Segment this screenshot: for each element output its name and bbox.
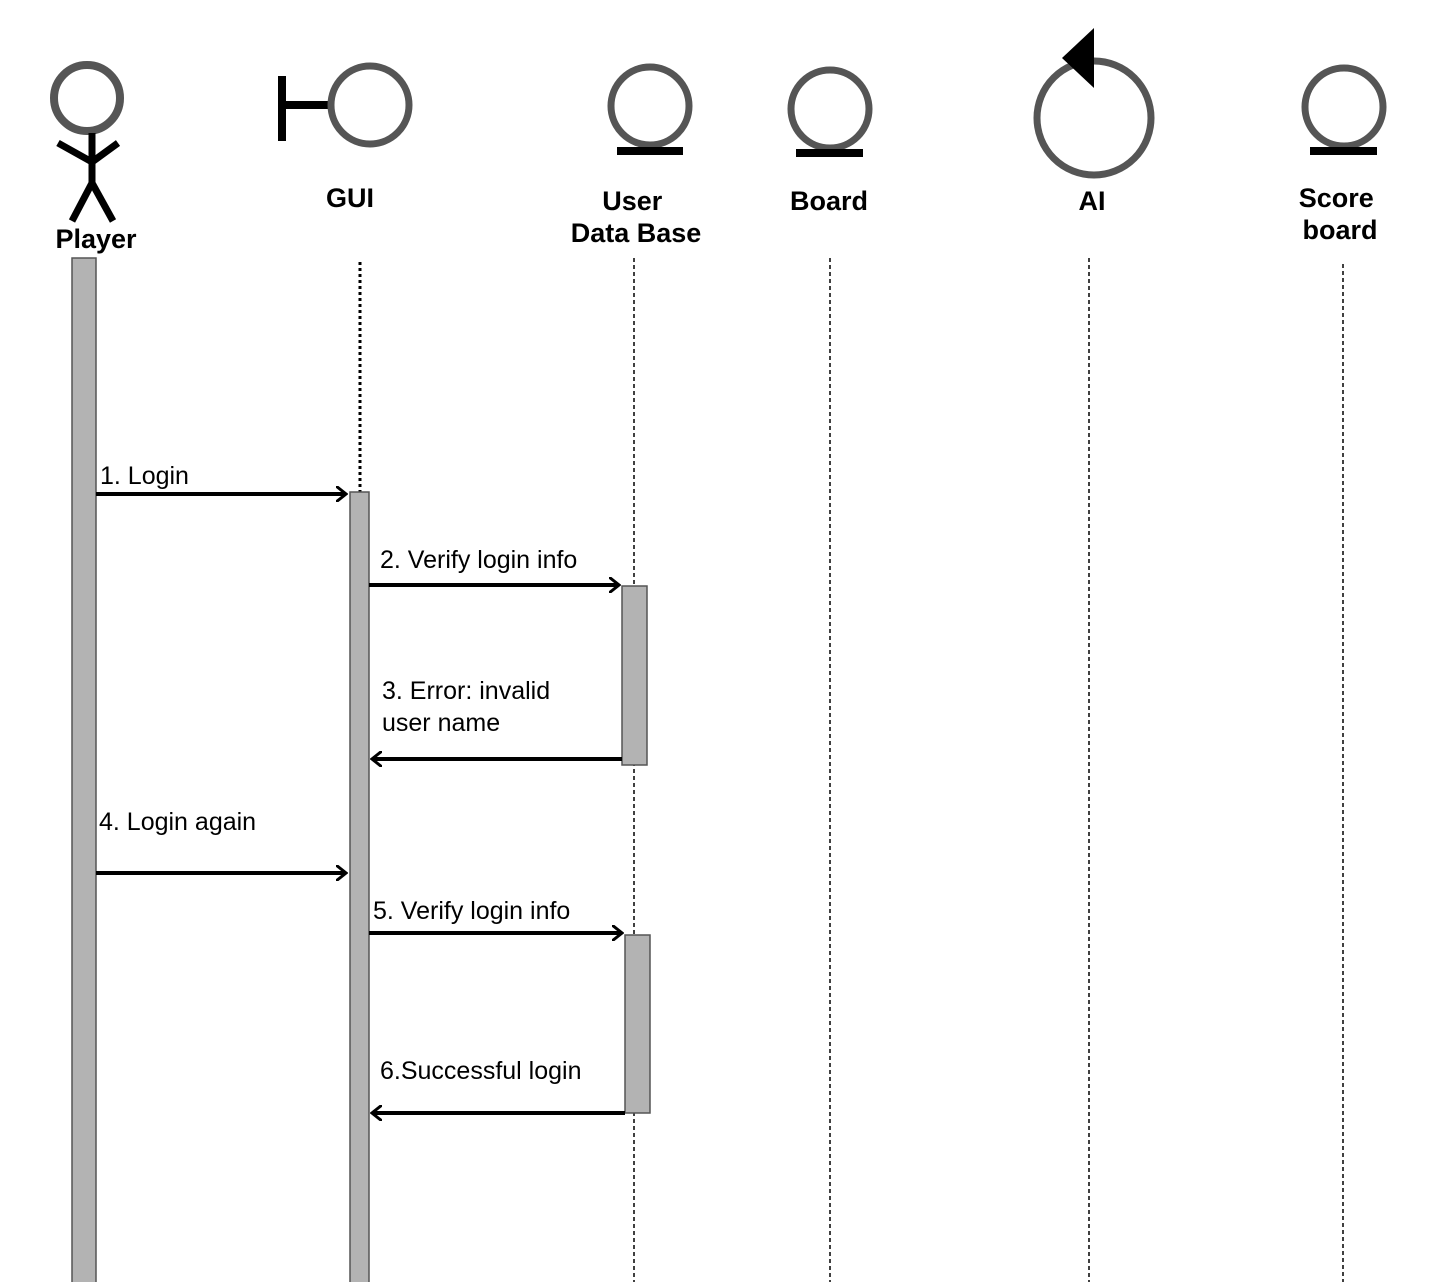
activation-bar-gui [349,491,370,1282]
participant-label-line: User [602,186,663,216]
boundary-icon [278,62,413,148]
participant-label-line: Score [1299,183,1374,213]
participant-label-score-board: Score board [1299,183,1382,245]
message-label-3: 3. Error: invalid user name [382,677,557,737]
participant-label-player: Player [55,224,137,254]
participant-label-line: board [1302,215,1377,245]
participant-label-board: Board [790,186,868,216]
message-label-line: user name [382,709,500,737]
entity-icon [787,66,873,157]
participant-label-user-data-base: User Data Base [571,186,702,248]
message-label-4: 4. Login again [99,808,256,836]
entity-icon [607,63,693,155]
message-label-2: 2. Verify login info [380,546,577,574]
activation-bar-user-data-base-1 [621,585,648,766]
message-label-1: 1. Login [100,462,189,490]
actor-icon [50,61,124,223]
entity-icon [1301,64,1387,155]
message-label-line: 3. Error: invalid [382,677,550,705]
control-icon [1033,28,1155,179]
message-label-6: 6.Successful login [380,1057,582,1085]
participant-label-line: Data Base [571,218,702,248]
activation-bar-user-data-base-2 [624,934,651,1114]
participant-label-ai: AI [1079,186,1106,216]
activation-bar-player [71,257,97,1282]
participant-label-gui: GUI [326,183,374,213]
message-label-5: 5. Verify login info [373,897,570,925]
